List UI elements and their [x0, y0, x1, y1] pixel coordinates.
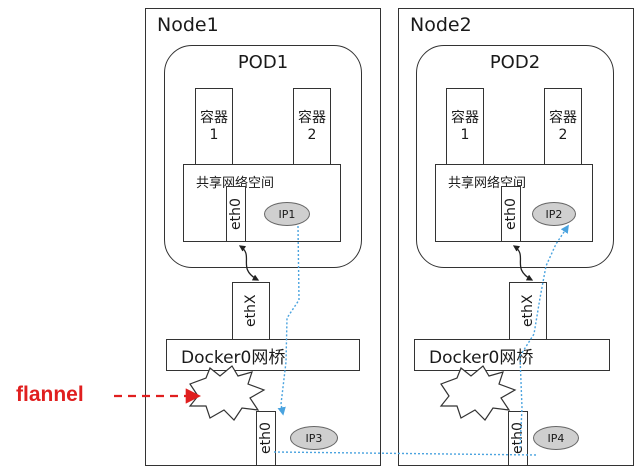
- node2-docker0-bridge: Docker0网桥: [414, 339, 610, 371]
- pod1-container1-label: 容器1: [200, 110, 228, 143]
- packet-path-ip1-to-ip3: [277, 225, 300, 416]
- pod2-container2-label: 容器2: [549, 110, 577, 143]
- pod2-container1: 容器1: [446, 88, 484, 166]
- packet-path-ip4-to-ip2: [519, 224, 569, 449]
- node1-ip3-badge: IP3: [290, 426, 338, 450]
- pod1-shared-net-label: 共享网络空间: [196, 176, 275, 191]
- node2-ip4-badge: IP4: [533, 426, 579, 450]
- pod1-ip1-badge: IP1: [264, 202, 310, 226]
- node1-router-burst: [188, 365, 266, 421]
- pod1-title: POD1: [237, 52, 289, 73]
- pod1-shared-net: [183, 164, 341, 242]
- pod2-container1-label: 容器1: [451, 110, 479, 143]
- node2-veth-link: [512, 245, 534, 281]
- pod2-title: POD2: [489, 52, 541, 73]
- flannel-label: flannel: [16, 383, 84, 406]
- pod1-container1: 容器1: [195, 88, 233, 166]
- node2-router-burst: [439, 365, 517, 421]
- pod2-ip2-badge: IP2: [532, 202, 576, 226]
- node1-veth-link: [238, 245, 260, 281]
- node1-title: Node1: [157, 14, 219, 36]
- pod1-container2: 容器2: [293, 88, 331, 166]
- node2-title: Node2: [410, 14, 472, 36]
- node1-docker0-bridge: Docker0网桥: [166, 339, 360, 371]
- packet-path-ip3-to-ip4: [273, 451, 537, 456]
- pod1-container2-label: 容器2: [298, 110, 326, 143]
